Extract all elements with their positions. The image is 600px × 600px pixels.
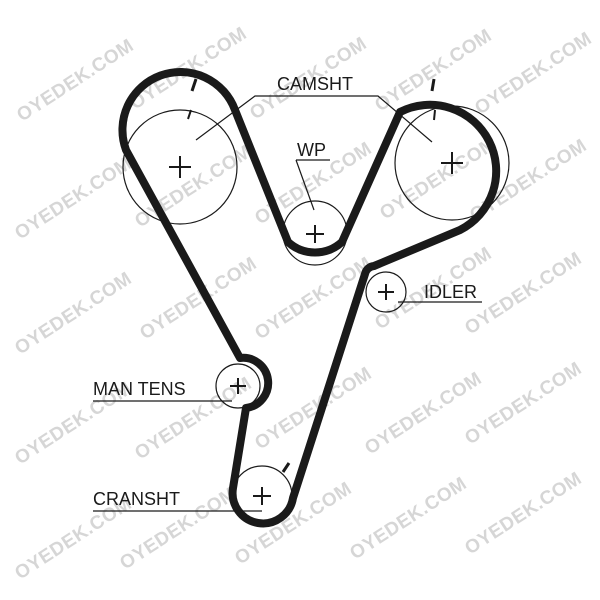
camshaft-leader-right [305, 95, 433, 143]
watermark-text: OYEDEK.COM [11, 153, 136, 244]
camshaft-label: CAMSHT [277, 74, 353, 94]
watermark-text: OYEDEK.COM [136, 253, 261, 344]
center-cross-icon [253, 487, 271, 505]
watermark-text: OYEDEK.COM [461, 358, 586, 449]
center-cross-icon [169, 156, 191, 178]
center-cross-icon [230, 378, 246, 394]
water-pump-label: WP [297, 140, 326, 160]
center-cross-icon [441, 152, 463, 174]
man-tens-label: MAN TENS [93, 379, 186, 399]
water-pump-leader-diagonal [295, 159, 315, 211]
idler-label: IDLER [424, 282, 477, 302]
watermark-text: OYEDEK.COM [461, 468, 586, 559]
timing-mark [187, 109, 192, 120]
idler-pulley [365, 271, 407, 313]
watermark-text: OYEDEK.COM [11, 268, 136, 359]
water-pump-pulley [282, 200, 348, 266]
camshaft-left-pulley [122, 78, 238, 225]
timing-mark [190, 78, 198, 92]
timing-belt [118, 67, 501, 528]
watermark-text: OYEDEK.COM [13, 35, 138, 126]
center-cross-icon [378, 284, 394, 300]
manual-tensioner-pulley [215, 363, 261, 409]
watermark-text: OYEDEK.COM [346, 473, 471, 564]
crankshaft-pulley [231, 462, 293, 527]
crankshaft-label: CRANSHT [93, 489, 180, 509]
timing-mark [430, 78, 436, 92]
timing-mark [433, 109, 436, 121]
watermark-text: OYEDEK.COM [361, 368, 486, 459]
leader-lines [93, 95, 482, 512]
timing-mark [281, 462, 291, 473]
camshaft-right-pulley [394, 78, 510, 221]
camshaft-leader-left [195, 95, 305, 141]
center-cross-icon [306, 225, 324, 243]
